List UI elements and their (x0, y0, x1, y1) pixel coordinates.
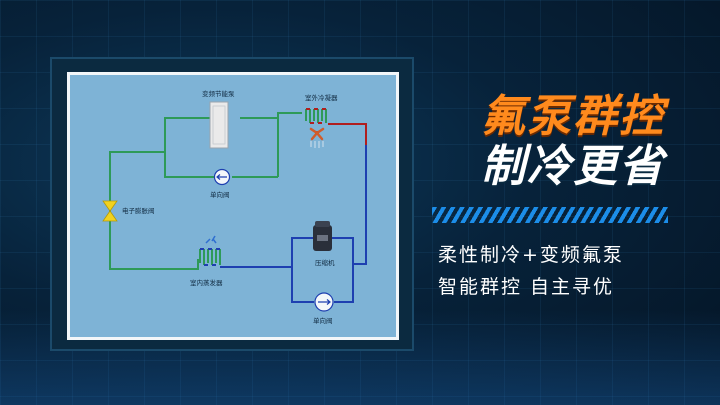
check-valve-bottom-label: 单向阀 (313, 316, 333, 325)
headline-line-1: 氟泵群控 (481, 91, 665, 142)
fan-icon (309, 127, 325, 148)
condenser-label: 室外冷凝器 (305, 93, 338, 102)
check-valve-icon-top (213, 168, 231, 186)
subtitle-line-2: 智能群控 自主寻优 (438, 276, 615, 298)
compressor-label: 压缩机 (315, 258, 335, 267)
compressor-icon (313, 221, 332, 251)
green-pipe-loop (109, 112, 302, 270)
subtitle-line-1: 柔性制冷+变频氟泵 (438, 244, 624, 266)
evaporator-coil-icon (199, 235, 221, 266)
decorative-stripe-bar (432, 207, 668, 223)
pump-label: 变频节能泵 (202, 89, 235, 98)
diagram-frame: 变频节能泵 室外冷凝器 单向阀 电子膨胀阀 (50, 57, 414, 351)
expansion-valve-icon (102, 200, 118, 222)
diagram-panel: 变频节能泵 室外冷凝器 单向阀 电子膨胀阀 (67, 72, 399, 340)
refrigeration-diagram: 变频节能泵 室外冷凝器 单向阀 电子膨胀阀 (102, 89, 367, 325)
condenser-coil-icon (305, 108, 327, 124)
check-valve-icon-bottom (314, 292, 334, 312)
evaporator-label: 室内蒸发器 (190, 278, 223, 287)
check-valve-top-label: 单向阀 (210, 190, 230, 199)
pump-cabinet-icon (209, 101, 229, 149)
headline-line-2: 制冷更省 (481, 141, 665, 192)
red-pipe (328, 123, 367, 145)
blue-pipe-loop (220, 199, 367, 303)
expansion-valve-label: 电子膨胀阀 (122, 206, 155, 215)
